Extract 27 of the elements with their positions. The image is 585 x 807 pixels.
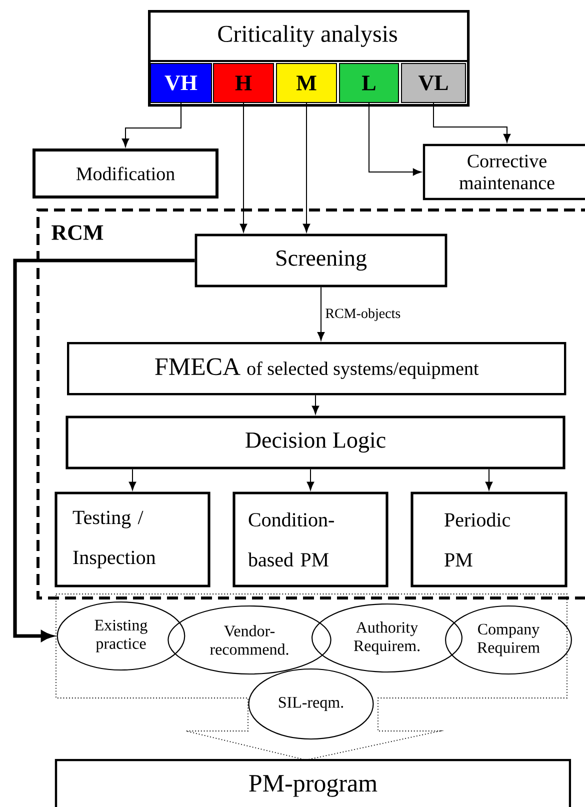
arrow bbox=[128, 468, 136, 490]
level-cell: M bbox=[276, 63, 337, 103]
arrow bbox=[306, 468, 314, 490]
process-box: Decision Logic bbox=[66, 416, 566, 470]
dotted-group bbox=[56, 594, 568, 760]
arrow bbox=[122, 102, 182, 148]
process-box: Modification bbox=[32, 148, 218, 198]
arrow bbox=[312, 394, 320, 414]
arrow bbox=[240, 102, 248, 232]
edge-label: RCM-objects bbox=[324, 307, 402, 322]
process-box: PM-program bbox=[54, 758, 572, 807]
arrow bbox=[433, 102, 511, 142]
arrow bbox=[485, 468, 493, 490]
arrow bbox=[368, 102, 422, 176]
process-box: Screening bbox=[194, 234, 448, 288]
arrow bbox=[13, 258, 195, 642]
level-cell: H bbox=[213, 63, 274, 103]
arrow bbox=[302, 102, 310, 232]
process-box: Corrective maintenance bbox=[422, 144, 585, 200]
process-box: Testing / Inspection bbox=[54, 492, 210, 588]
level-cell: VH bbox=[150, 63, 212, 103]
level-cell: L bbox=[339, 63, 399, 103]
level-cell: VL bbox=[401, 63, 466, 103]
process-box: FMECA of selected systems/equipment bbox=[67, 342, 566, 396]
process-box: Condition- based PM bbox=[232, 492, 388, 588]
process-box: Periodic PM bbox=[410, 492, 568, 588]
arrow bbox=[317, 286, 325, 341]
